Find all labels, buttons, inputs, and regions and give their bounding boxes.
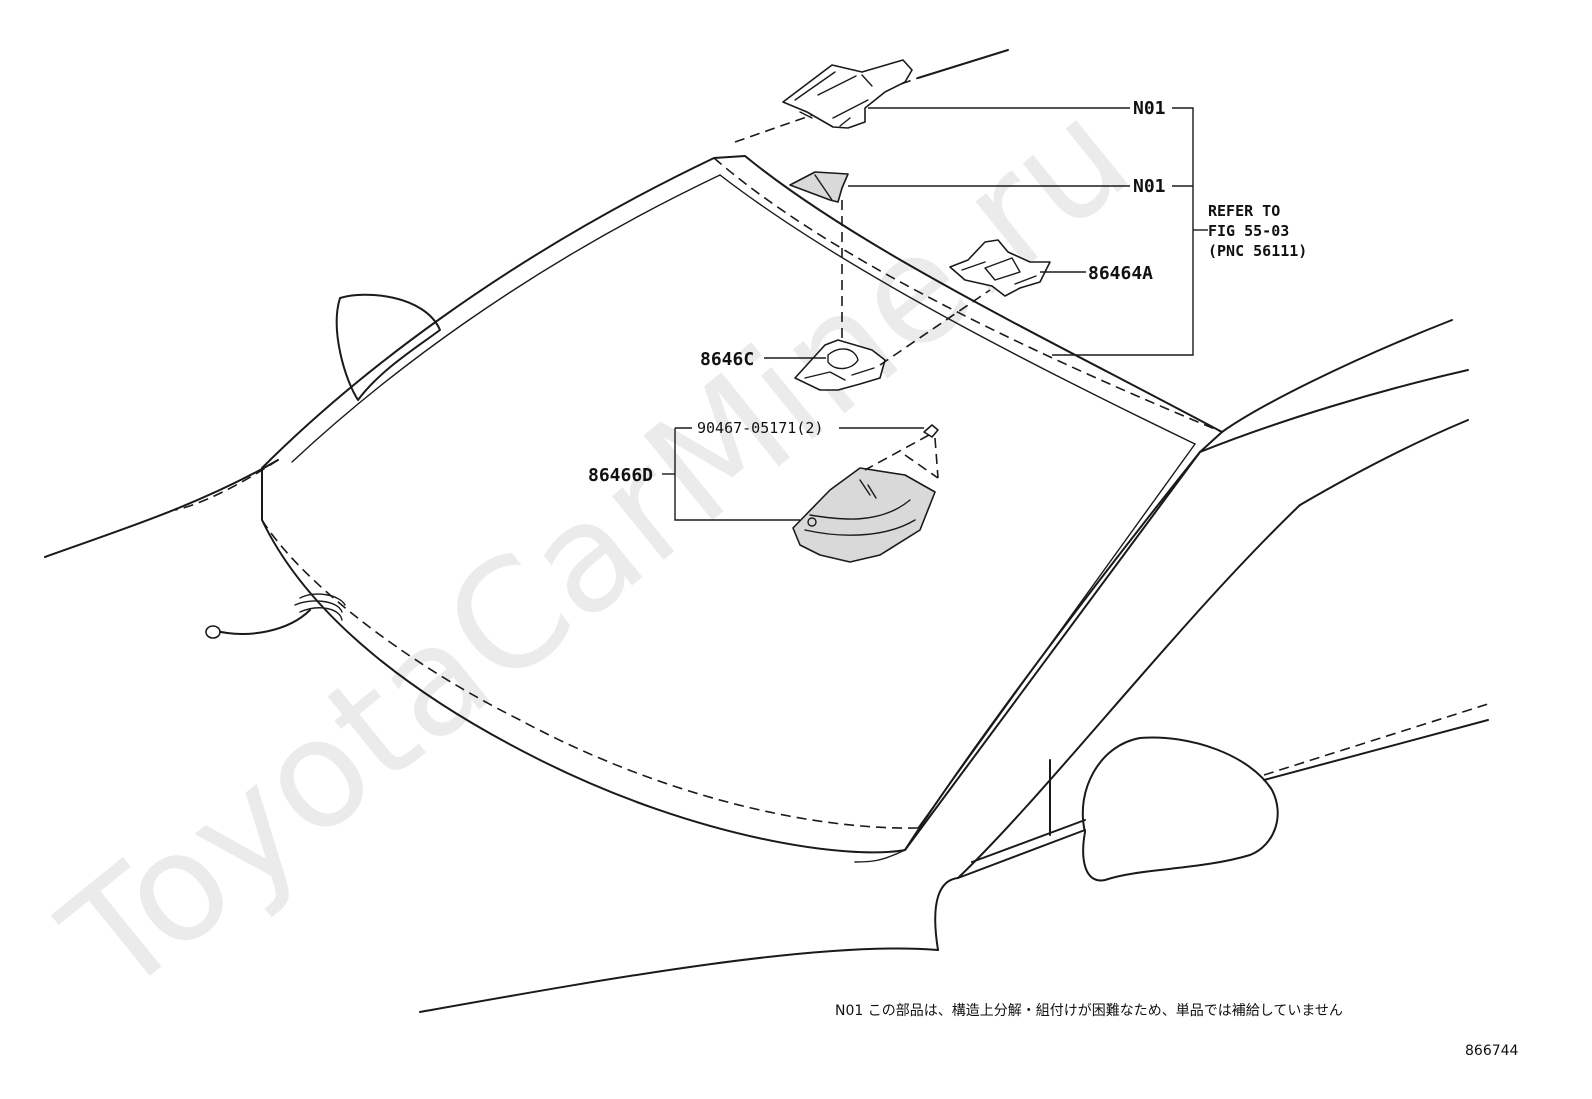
part-8646c: [794, 339, 886, 391]
watermark: ToyotaCarMine.ru: [32, 68, 1161, 1029]
part-86464a: [949, 239, 1051, 297]
label-n01-top: N01: [1133, 98, 1166, 119]
leader-lines: [662, 107, 1208, 521]
figure-number: 866744: [1465, 1043, 1519, 1059]
reference-line-2: FIG 55-03: [1208, 222, 1289, 240]
label-90467-05171: 90467-05171(2): [697, 419, 823, 437]
reference-line-3: (PNC 56111): [1208, 242, 1307, 260]
part-86466d-cover: [792, 467, 936, 563]
reference-line-1: REFER TO: [1208, 202, 1280, 220]
footnote: N01 この部品は、構造上分解・組付けが困難なため、単品では補給していません: [835, 1003, 1343, 1019]
label-86464a: 86464A: [1088, 263, 1153, 284]
windshield-glass: [205, 155, 1223, 863]
part-90467-clip: [923, 424, 939, 438]
label-86466d: 86466D: [588, 465, 653, 486]
part-n01-cover: [789, 171, 849, 203]
label-n01-mid: N01: [1133, 176, 1166, 197]
label-8646c: 8646C: [700, 349, 754, 370]
car-body-outline: [44, 49, 1489, 1013]
part-n01-bracket-top: [782, 59, 913, 129]
assembly-lines: [841, 200, 991, 479]
